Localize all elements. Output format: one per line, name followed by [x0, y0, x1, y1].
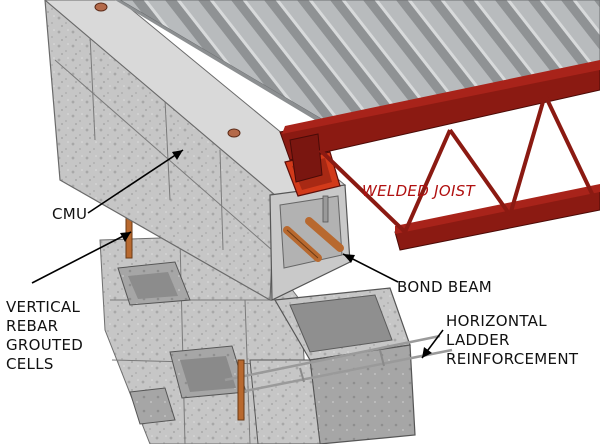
open-cmu-cells — [117, 261, 247, 425]
bond-beam-label: BOND BEAM — [397, 278, 493, 296]
horizontal-ladder-line-1: HORIZONTAL — [446, 312, 547, 330]
leader-lines — [31, 149, 444, 359]
bond-beam-rebar — [283, 195, 344, 262]
vertical-rebar-line-2: REBAR — [6, 317, 59, 335]
metal-deck — [115, 0, 600, 138]
vertical-rebar-line-1: VERTICAL — [6, 298, 81, 316]
vertical-rebar-label: VERTICAL REBAR GROUTED CELLS — [6, 298, 83, 374]
vertical-rebar-line-4: CELLS — [6, 355, 54, 373]
ladder-reinforcement — [224, 334, 453, 394]
horizontal-ladder-line-3: REINFORCEMENT — [446, 350, 579, 368]
front-cmu-block — [249, 287, 416, 444]
anchor-bolts — [94, 2, 241, 138]
welded-joist-label: WELDED JOIST — [362, 182, 475, 200]
bond-beam-wall — [44, 0, 351, 302]
vertical-rebar-line-3: GROUTED — [6, 336, 84, 354]
horizontal-ladder-label: HORIZONTAL LADDER REINFORCEMENT — [446, 312, 578, 369]
horizontal-ladder-line-2: LADDER — [446, 331, 510, 349]
cmu-label: CMU — [52, 205, 88, 223]
welded-joist — [279, 60, 600, 251]
